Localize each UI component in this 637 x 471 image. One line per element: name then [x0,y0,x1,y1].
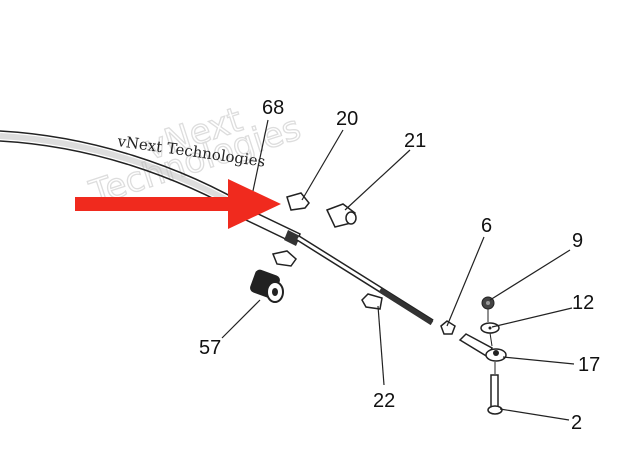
part-clip-lower [271,250,298,267]
part-labels: 68 20 21 6 9 12 17 2 57 22 [199,97,600,434]
label-22: 22 [373,390,395,412]
part-2-bolt [487,374,503,415]
leader-lines [221,119,575,421]
label-12: 12 [572,292,594,314]
assembly-lines [487,309,496,374]
red-arrow-indicator [75,179,281,229]
label-20: 20 [336,108,358,130]
part-17-rod-end [458,333,507,362]
label-21: 21 [404,130,426,152]
part-57-nut [250,269,284,303]
label-9: 9 [572,230,583,252]
part-22-clip [361,293,383,310]
label-68: 68 [262,97,284,119]
part-6-clip [440,320,456,335]
part-20-clip [286,192,310,211]
label-2: 2 [571,412,582,434]
part-12-washer [480,322,500,334]
part-21-bushing [325,203,357,228]
label-57: 57 [199,337,221,359]
label-17: 17 [578,354,600,376]
label-6: 6 [481,215,492,237]
